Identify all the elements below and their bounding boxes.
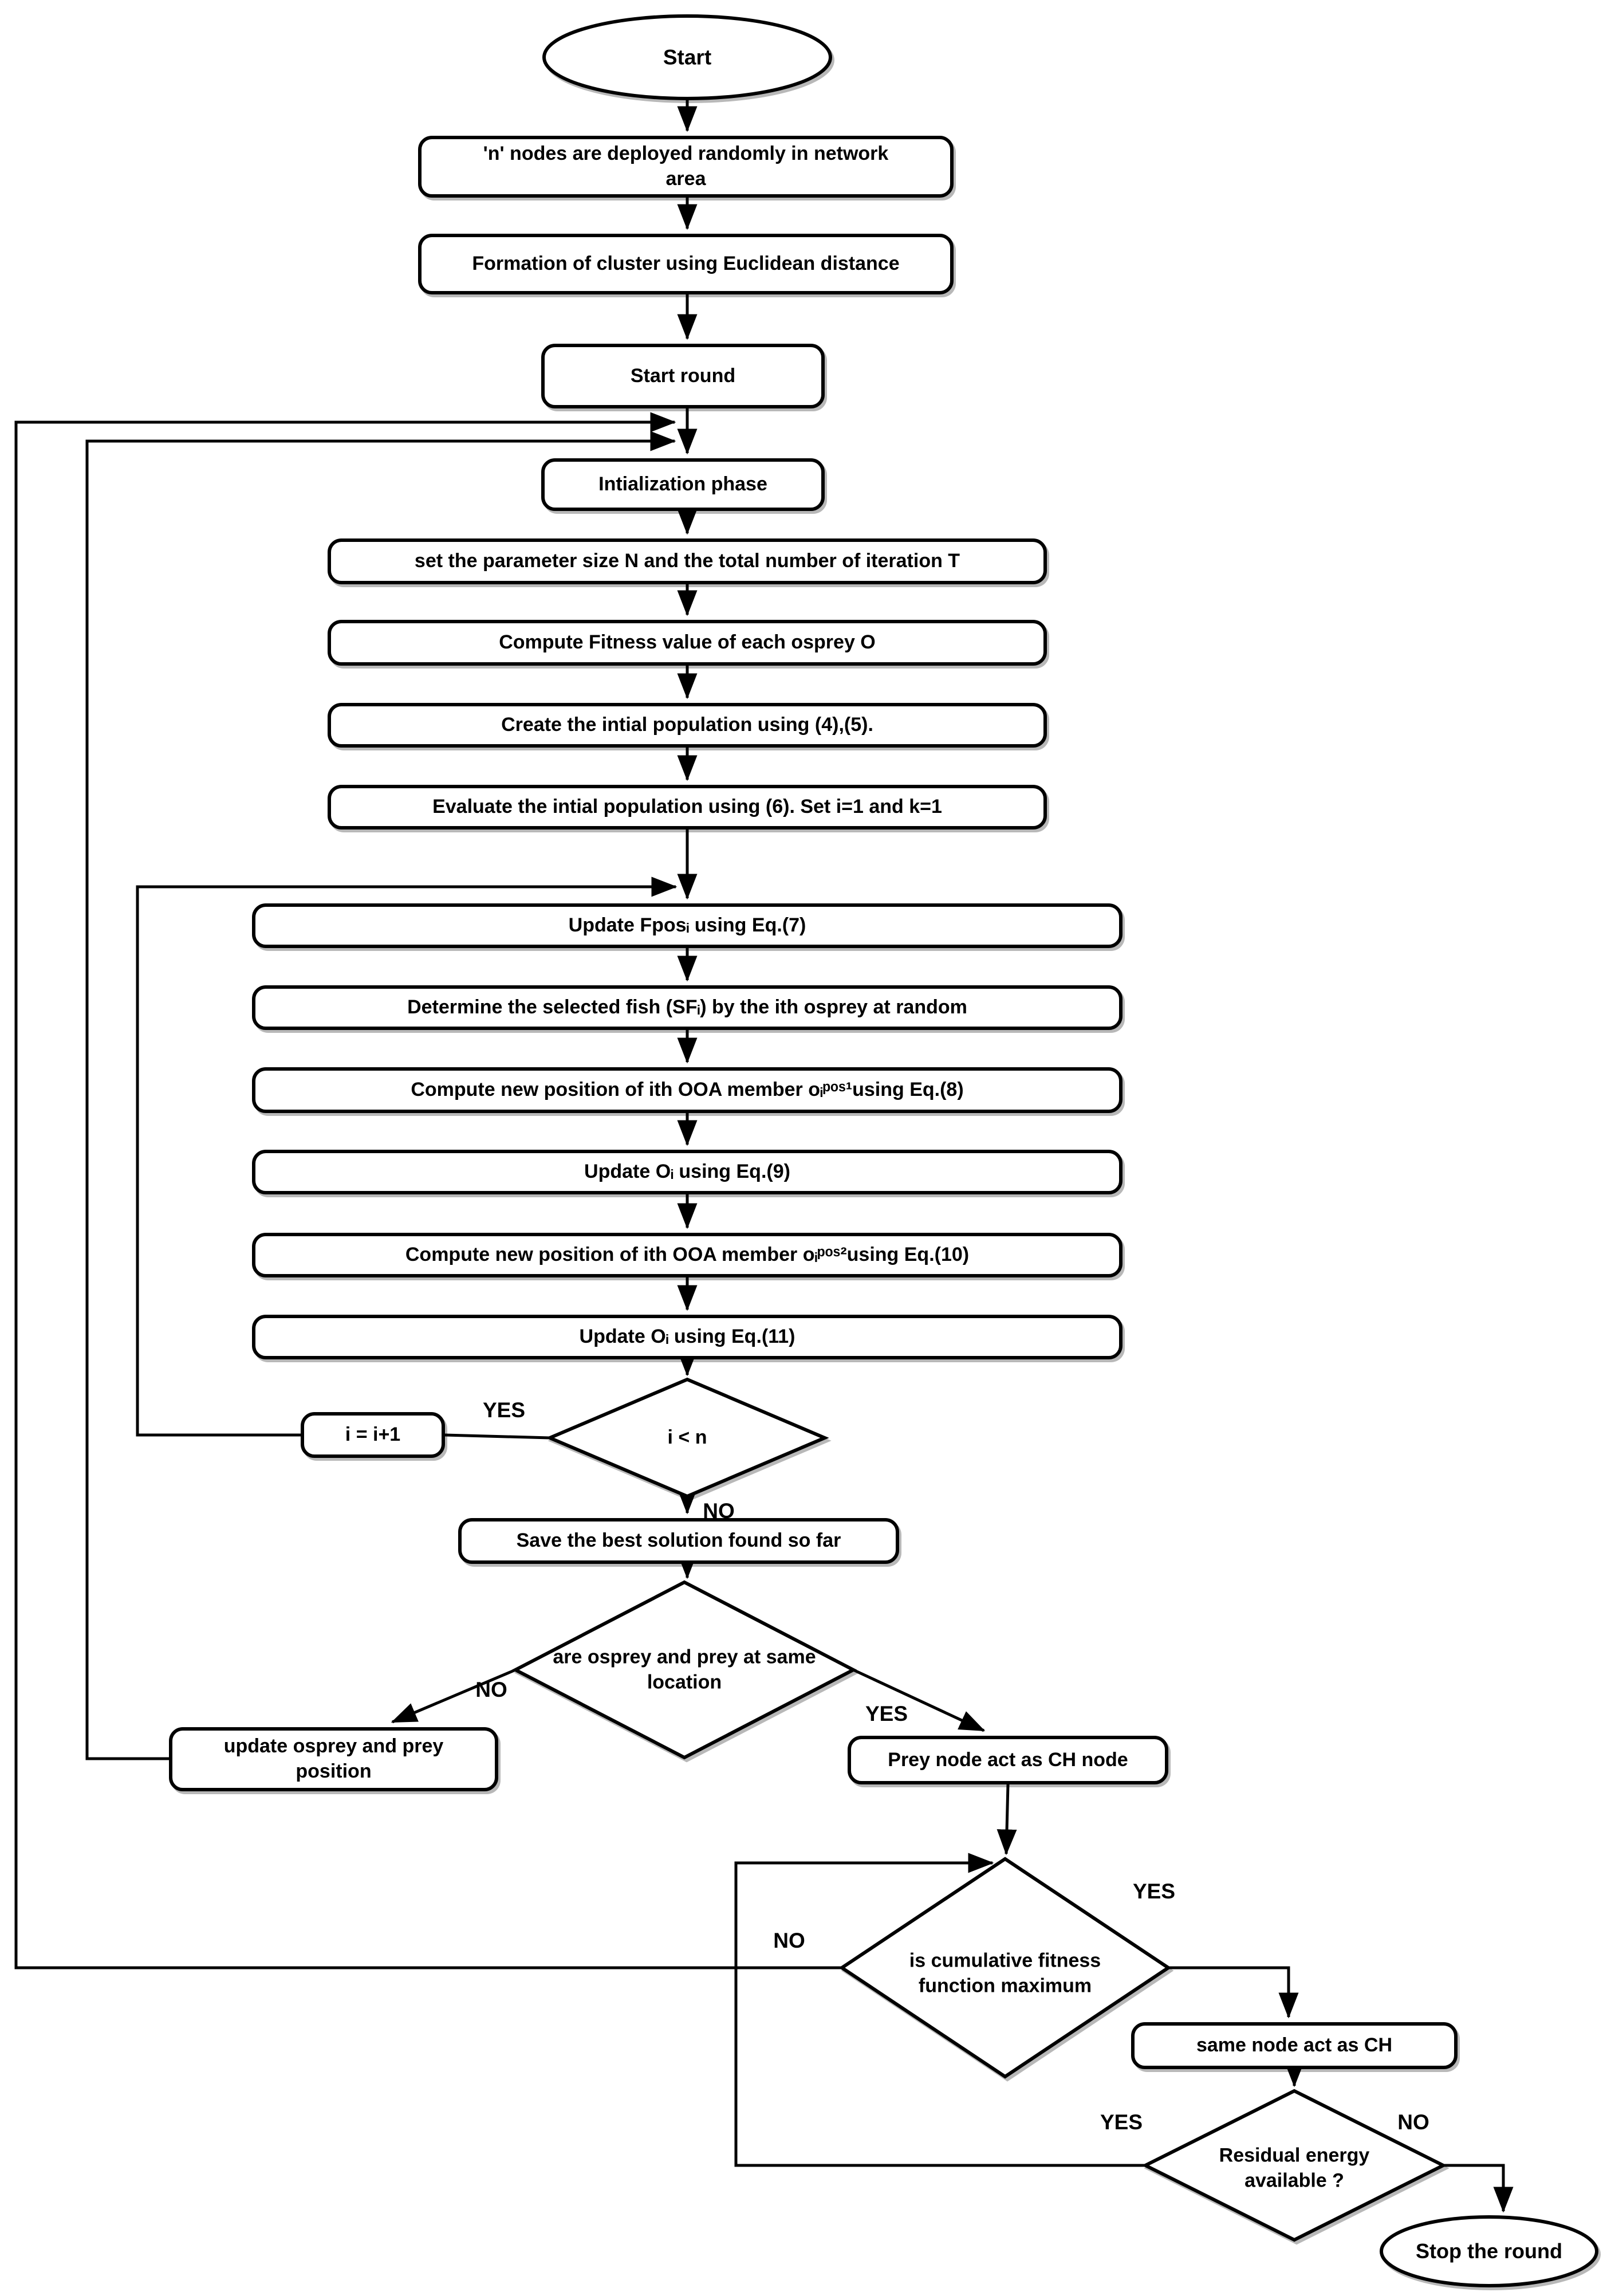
label-cumulative-yes: YES xyxy=(1132,1880,1176,1903)
edge-cumulative-no-loop xyxy=(14,412,842,1969)
label-cumulative-no: NO xyxy=(773,1929,805,1952)
same-location-decision-label: are osprey and prey at same location xyxy=(553,1646,816,1693)
node-update-osprey-prey-position: update osprey and prey position xyxy=(169,1727,498,1791)
edge-increment-loop xyxy=(136,876,678,1437)
edge-residual-no xyxy=(1443,2164,1514,2213)
node-update-fpos: Update Fposᵢ using Eq.(7) xyxy=(252,903,1123,948)
edge-location-no xyxy=(391,1668,516,1724)
label-residual-no: NO xyxy=(1397,2110,1429,2134)
label-same-location-yes: YES xyxy=(865,1702,908,1725)
i-lt-n-decision-shape xyxy=(545,1377,829,1499)
label-residual-yes: YES xyxy=(1100,2110,1143,2134)
node-deploy: 'n' nodes are deployed randomly in netwo… xyxy=(418,136,954,198)
node-compute-position-2: Compute new position of ith OOA member o… xyxy=(252,1233,1123,1277)
label-i-lt-n-yes: YES xyxy=(482,1398,526,1422)
node-evaluate-population: Evaluate the intial population using (6)… xyxy=(328,785,1047,829)
node-compute-fitness: Compute Fitness value of each osprey O xyxy=(328,620,1047,666)
node-determine-selected-fish: Determine the selected fish (SFᵢ) by the… xyxy=(252,985,1123,1030)
node-set-parameters: set the parameter size N and the total n… xyxy=(328,538,1047,584)
i-lt-n-decision-label: i < n xyxy=(667,1426,707,1449)
node-create-population: Create the intial population using (4),(… xyxy=(328,703,1047,748)
edge-location-yes xyxy=(852,1668,986,1732)
node-update-o-eq9: Update Oᵢ using Eq.(9) xyxy=(252,1150,1123,1194)
start-terminator-label: Start xyxy=(663,45,712,69)
node-prey-acts-as-ch: Prey node act as CH node xyxy=(848,1736,1168,1784)
edge-updateposition-loop xyxy=(85,431,676,1760)
node-cluster-formation: Formation of cluster using Euclidean dis… xyxy=(418,234,954,294)
edge-preych-to-cumulative xyxy=(997,1784,1017,1855)
edge-cumulative-yes xyxy=(1168,1966,1299,2019)
stop-terminator-shape xyxy=(1380,2215,1598,2287)
cumulative-fitness-decision-label: is cumulative fitness function maximum xyxy=(909,1949,1101,1996)
node-i-increment: i = i+1 xyxy=(301,1412,445,1458)
node-update-o-eq11: Update Oᵢ using Eq.(11) xyxy=(252,1315,1123,1359)
edge-residual-yes-loop xyxy=(734,1853,1145,2167)
node-compute-position-1: Compute new position of ith OOA member o… xyxy=(252,1067,1123,1113)
node-initialization-phase: Intialization phase xyxy=(541,458,825,511)
node-same-node-acts-as-ch: same node act as CH xyxy=(1131,2022,1458,2069)
label-i-lt-n-no: NO xyxy=(703,1499,735,1523)
label-same-location-no: NO xyxy=(475,1678,507,1701)
stop-terminator-label: Stop the round xyxy=(1416,2239,1562,2263)
node-save-best-solution: Save the best solution found so far xyxy=(458,1518,899,1564)
edge-decision-to-increment xyxy=(444,1433,550,1440)
cumulative-fitness-decision-shape xyxy=(838,1857,1172,2079)
same-location-decision-shape xyxy=(511,1580,857,1760)
start-terminator-shape xyxy=(542,14,832,100)
residual-energy-decision-shape xyxy=(1141,2089,1447,2242)
residual-energy-decision-label: Residual energy available ? xyxy=(1219,2144,1370,2191)
node-start-round: Start round xyxy=(541,344,825,408)
